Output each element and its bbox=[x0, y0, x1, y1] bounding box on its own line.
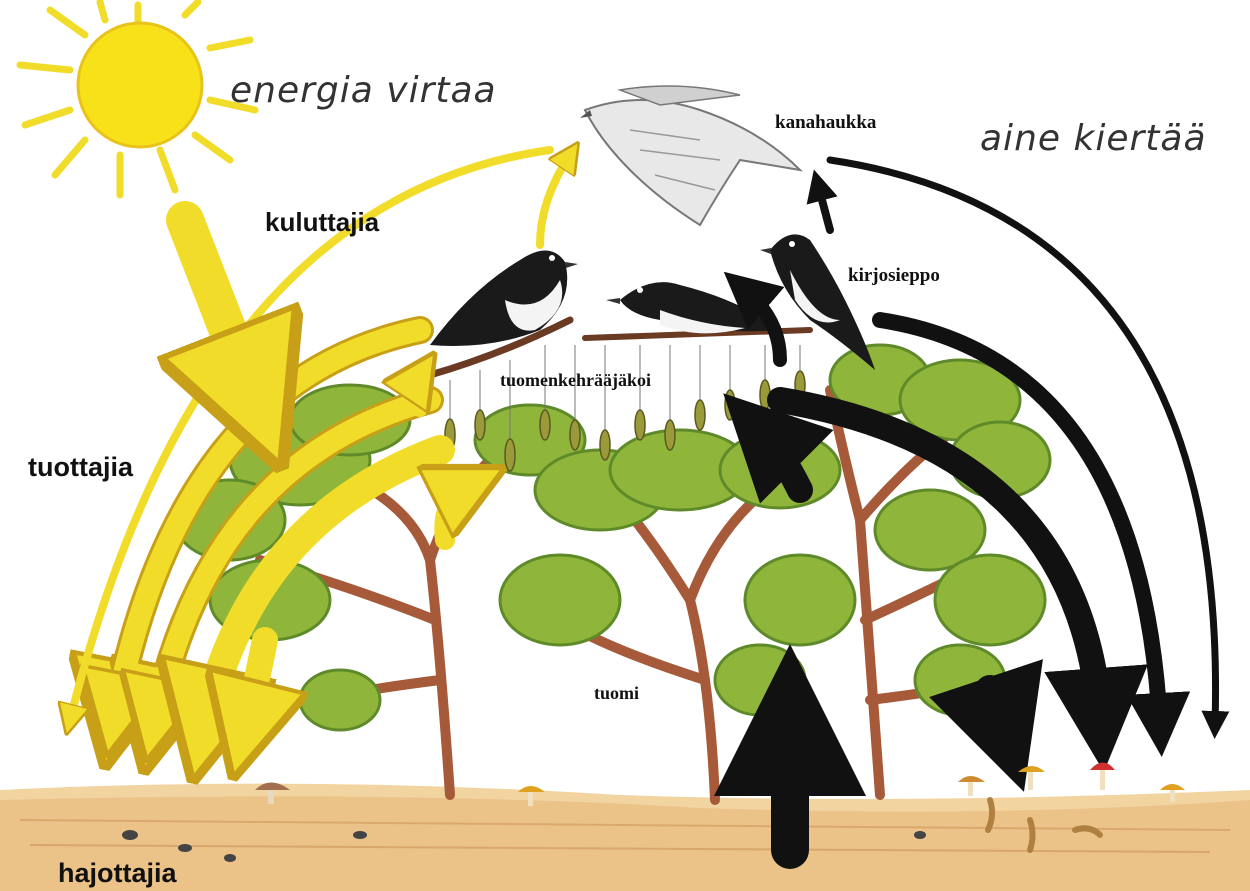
bird-cherry-trees bbox=[175, 345, 1050, 800]
mushroom-icon bbox=[958, 776, 985, 796]
ermine-moth-label: tuomenkehrääjäkoi bbox=[500, 370, 651, 391]
sun-icon bbox=[20, 2, 255, 195]
bird-cherry-label: tuomi bbox=[594, 683, 639, 704]
decomposers-label: hajottajia bbox=[58, 858, 177, 889]
matter-cycle-label: aine kiertää bbox=[980, 118, 1207, 159]
mushroom-icon bbox=[1090, 763, 1115, 791]
energy-flow-label: energia virtaa bbox=[230, 70, 497, 111]
goshawk-label: kanahaukka bbox=[775, 112, 876, 134]
pied-flycatcher-label: kirjosieppo bbox=[848, 265, 940, 287]
producers-label: tuottajia bbox=[28, 452, 133, 483]
ground bbox=[0, 784, 1250, 891]
consumers-label: kuluttajia bbox=[265, 207, 379, 238]
mushroom-icon bbox=[1018, 766, 1045, 790]
goshawk-icon bbox=[580, 86, 800, 225]
pied-flycatcher-icon bbox=[430, 250, 578, 346]
